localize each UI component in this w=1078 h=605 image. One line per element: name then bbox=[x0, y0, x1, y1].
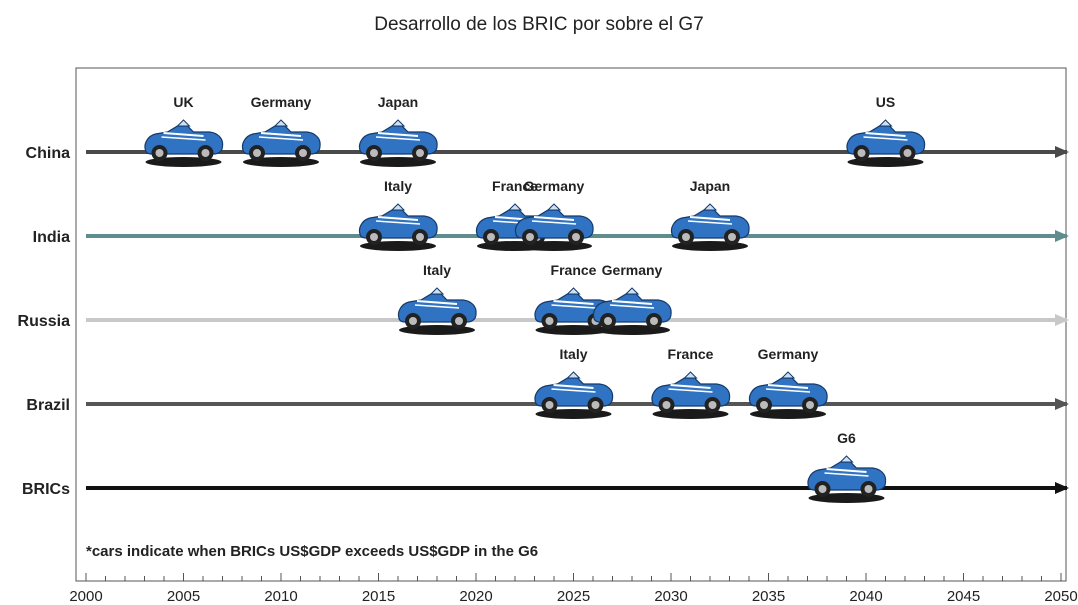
x-tick-label: 2010 bbox=[264, 588, 297, 605]
car-icon bbox=[534, 371, 614, 419]
event-marker: France bbox=[651, 346, 731, 419]
event-marker: Japan bbox=[358, 94, 438, 167]
event-marker: Italy bbox=[397, 262, 477, 335]
car-icon bbox=[670, 203, 750, 251]
event-marker: Italy bbox=[534, 346, 614, 419]
event-marker: Germany bbox=[748, 346, 828, 419]
event-label: US bbox=[876, 94, 895, 110]
row-label: Russia bbox=[18, 313, 71, 330]
car-icon bbox=[514, 203, 594, 251]
event-label: Germany bbox=[758, 346, 819, 362]
event-marker: Germany bbox=[514, 178, 594, 251]
event-label: Italy bbox=[559, 346, 587, 362]
event-marker: US bbox=[846, 94, 926, 167]
x-tick-label: 2000 bbox=[69, 588, 102, 605]
x-tick-label: 2040 bbox=[849, 588, 882, 605]
row-china: China UK Germany Japan US bbox=[26, 94, 1069, 167]
event-marker: UK bbox=[144, 94, 224, 167]
event-label: France bbox=[492, 178, 538, 194]
event-label: Italy bbox=[384, 178, 412, 194]
chart-footnote: *cars indicate when BRICs US$GDP exceeds… bbox=[86, 543, 538, 560]
event-marker: Japan bbox=[670, 178, 750, 251]
car-icon bbox=[397, 287, 477, 335]
event-label: UK bbox=[173, 94, 193, 110]
car-icon bbox=[241, 119, 321, 167]
event-marker: France bbox=[534, 262, 614, 335]
x-tick-label: 2025 bbox=[557, 588, 590, 605]
event-marker: Germany bbox=[592, 262, 672, 335]
x-tick-label: 2030 bbox=[654, 588, 687, 605]
event-label: Italy bbox=[423, 262, 451, 278]
car-icon bbox=[748, 371, 828, 419]
row-label: India bbox=[33, 229, 70, 246]
event-marker: Italy bbox=[358, 178, 438, 251]
event-label: Japan bbox=[378, 94, 418, 110]
row-brics: BRICs G6 bbox=[22, 430, 1069, 503]
x-tick-label: 2005 bbox=[167, 588, 200, 605]
car-icon bbox=[651, 371, 731, 419]
event-label: G6 bbox=[837, 430, 856, 446]
row-label: Brazil bbox=[26, 397, 70, 414]
chart-title: Desarrollo de los BRIC por sobre el G7 bbox=[374, 14, 704, 35]
row-russia: Russia Italy France Germany bbox=[18, 262, 1069, 335]
event-label: Germany bbox=[251, 94, 312, 110]
x-axis: 2000 2005 2010 2015 2020 2025 2030 2035 2040 2045… bbox=[69, 573, 1078, 605]
x-tick-label: 2050 bbox=[1044, 588, 1077, 605]
x-tick-label: 2015 bbox=[362, 588, 395, 605]
car-icon bbox=[846, 119, 926, 167]
event-label: France bbox=[668, 346, 714, 362]
event-marker: Germany bbox=[241, 94, 321, 167]
row-label: BRICs bbox=[22, 481, 70, 498]
car-icon bbox=[144, 119, 224, 167]
row-brazil: Brazil Italy France Germany bbox=[26, 346, 1069, 419]
x-tick-label: 2045 bbox=[947, 588, 980, 605]
event-label: Germany bbox=[602, 262, 663, 278]
row-label: China bbox=[26, 145, 71, 162]
car-icon bbox=[807, 455, 887, 503]
event-marker: G6 bbox=[807, 430, 887, 503]
x-tick-label: 2035 bbox=[752, 588, 785, 605]
event-label: Germany bbox=[524, 178, 585, 194]
car-icon bbox=[358, 203, 438, 251]
event-label: Japan bbox=[690, 178, 730, 194]
car-icon bbox=[358, 119, 438, 167]
event-label: France bbox=[551, 262, 597, 278]
car-icon bbox=[592, 287, 672, 335]
x-tick-label: 2020 bbox=[459, 588, 492, 605]
